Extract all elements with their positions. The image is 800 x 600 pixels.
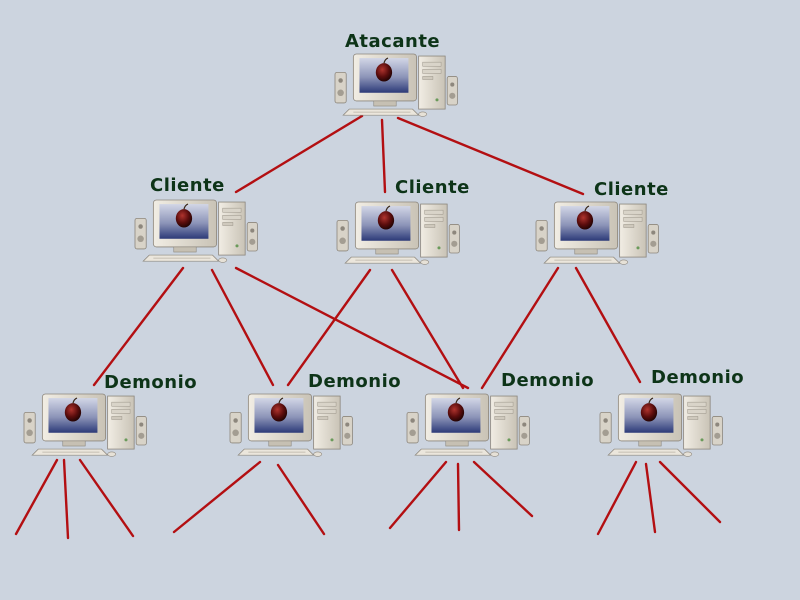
client-label: Cliente — [395, 177, 470, 198]
link-daemon4-down-2 — [644, 462, 657, 534]
link-client3-daemon3 — [480, 266, 560, 390]
daemon-node-1: Demonio — [23, 372, 197, 458]
desktop-computer-icon — [134, 199, 259, 264]
link-attacker-client-1 — [234, 114, 364, 194]
client-label: Cliente — [150, 175, 225, 196]
link-daemon2-down-2 — [276, 463, 326, 536]
daemon-label: Demonio — [104, 372, 197, 393]
client-label: Cliente — [594, 179, 669, 200]
link-attacker-client-2 — [380, 118, 387, 194]
desktop-computer-icon — [23, 393, 148, 458]
daemon-label: Demonio — [308, 371, 401, 392]
client-node-2: Cliente — [336, 177, 470, 266]
link-client3-daemon4 — [574, 266, 642, 384]
link-client2-daemon2 — [286, 268, 372, 387]
link-client1-daemon3 — [234, 266, 470, 390]
link-attacker-client-3 — [396, 116, 585, 196]
link-daemon1-down-2 — [62, 458, 70, 540]
attacker-node: Atacante — [334, 31, 459, 118]
link-daemon2-down-1 — [172, 460, 262, 534]
desktop-computer-icon — [334, 53, 459, 118]
link-daemon4-down-1 — [596, 460, 638, 536]
link-daemon3-down-1 — [388, 460, 448, 530]
link-daemon3-down-2 — [456, 462, 461, 532]
client-node-1: Cliente — [134, 175, 259, 264]
daemon-label: Demonio — [651, 367, 744, 388]
desktop-computer-icon — [336, 201, 461, 266]
link-daemon4-down-3 — [658, 460, 722, 524]
link-client1-daemon1 — [92, 266, 185, 387]
links-daemons-downstream — [14, 458, 722, 540]
link-client1-daemon2 — [210, 268, 275, 387]
links-clients-daemons — [92, 266, 642, 390]
desktop-computer-icon — [406, 393, 531, 458]
link-daemon1-down-3 — [78, 458, 135, 538]
daemon-node-4: Demonio — [599, 367, 744, 458]
links-attacker-clients — [234, 114, 585, 196]
desktop-computer-icon — [229, 393, 354, 458]
attacker-label: Atacante — [345, 31, 440, 52]
link-daemon1-down-1 — [14, 458, 59, 536]
daemon-node-3: Demonio — [406, 370, 594, 458]
link-client2-daemon3 — [390, 268, 465, 390]
desktop-computer-icon — [599, 393, 724, 458]
daemon-label: Demonio — [501, 370, 594, 391]
daemon-node-2: Demonio — [229, 371, 401, 458]
link-daemon3-down-3 — [472, 460, 534, 518]
client-node-3: Cliente — [535, 179, 669, 266]
desktop-computer-icon — [535, 201, 660, 266]
